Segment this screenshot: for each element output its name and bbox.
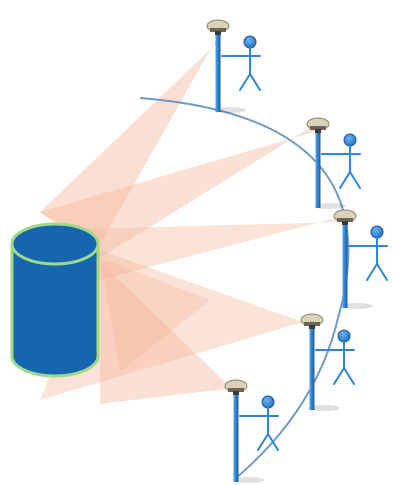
receiver-mount [215,31,221,35]
person-left-leg [339,171,351,189]
person-head [261,395,275,409]
person-icon [348,225,388,281]
pole-shadow [314,203,346,209]
survey-pole [342,222,348,308]
person-right-leg [249,73,261,91]
person-left-leg [366,263,378,281]
pole-shadow [214,107,246,113]
beam-5 [100,262,238,404]
person-right-leg [267,433,279,451]
receiver-base [304,322,320,326]
receiver-mount [342,221,348,225]
person-right-leg [343,367,355,385]
beam-overlap [100,258,210,372]
receiver-base [210,28,226,32]
person-left-leg [333,367,345,385]
receiver-mount [309,325,315,329]
person-icon [321,133,361,189]
cylinder-target [10,222,100,378]
pole-shadow [308,405,340,411]
survey-pole [215,32,221,112]
station-1 [206,19,261,113]
survey-pole [315,130,321,208]
person-icon [221,35,261,91]
station-2 [306,117,361,209]
person-right-leg [376,263,388,281]
receiver-base [228,388,244,392]
pole-shadow [341,303,373,309]
survey-stations [206,19,388,483]
receiver-base [310,126,326,130]
survey-pole [309,326,315,410]
survey-pole [233,392,239,482]
person-head [370,225,384,239]
cylinder-body [10,244,100,378]
station-5 [224,379,279,483]
beam-4 [40,250,314,400]
beam-3 [40,216,346,280]
person-left-leg [239,73,251,91]
person-icon [315,329,355,385]
beam-1 [40,36,218,248]
receiver-mount [233,391,239,395]
receiver-base [337,218,353,222]
person-icon [239,395,279,451]
person-left-leg [257,433,269,451]
person-right-leg [349,171,361,189]
signal-beams [40,36,346,404]
person-head [243,35,257,49]
cylinder-top [10,222,100,266]
station-4 [300,313,355,411]
station-3 [333,209,388,309]
person-head [337,329,351,343]
person-head [343,133,357,147]
beam-2 [40,124,320,258]
pole-shadow [232,477,264,483]
receiver-mount [315,129,321,133]
